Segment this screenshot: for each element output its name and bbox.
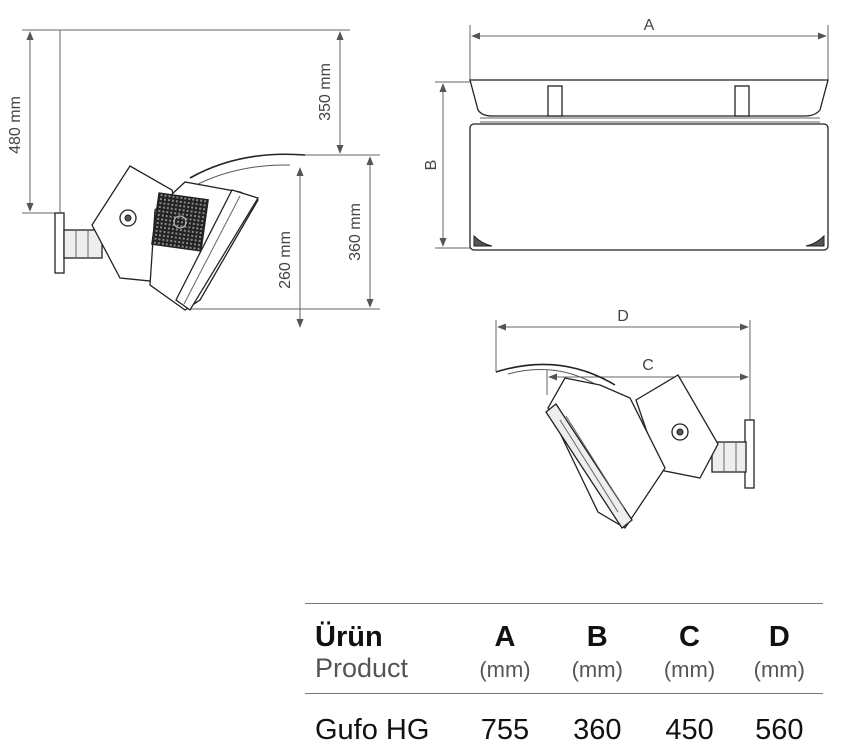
header-c: C (mm)	[643, 622, 735, 684]
header-d-unit: (mm)	[753, 657, 805, 682]
dim-label-b: B	[423, 160, 440, 171]
table-header-row: Ürün Product A (mm) B (mm) C (mm) D (mm)	[305, 604, 823, 693]
dim-label-350: 350 mm	[317, 63, 334, 121]
top-cap	[469, 79, 829, 117]
header-b: B (mm)	[551, 622, 643, 684]
header-a-label: A	[494, 621, 516, 653]
hood-curve	[495, 363, 616, 386]
top-view: D C	[495, 308, 755, 529]
cell-d: 560	[755, 714, 804, 746]
table-top-rule	[305, 603, 823, 604]
header-b-unit: (mm)	[571, 657, 623, 682]
cap-clip	[547, 85, 563, 117]
dim-label-d: D	[617, 308, 629, 325]
header-d-label: D	[768, 621, 790, 653]
dim-label-480: 480 mm	[7, 96, 24, 154]
bracket-arm	[711, 441, 747, 473]
cell-a: 755	[480, 714, 530, 746]
header-a: A (mm)	[459, 622, 551, 684]
header-a-unit: (mm)	[479, 657, 531, 682]
corner-foot	[805, 234, 825, 247]
header-product-en: Product	[315, 653, 409, 683]
cell-c: 450	[665, 714, 714, 746]
dimension-table: Ürün Product A (mm) B (mm) C (mm) D (mm)…	[305, 603, 823, 746]
header-c-unit: (mm)	[663, 657, 716, 682]
header-c-label: C	[679, 621, 700, 653]
cap-clip	[734, 85, 750, 117]
header-b-label: B	[586, 621, 608, 653]
cell-product: Gufo HG	[315, 714, 430, 746]
header-product-tr: Ürün	[315, 621, 383, 653]
main-body	[469, 123, 829, 251]
front-view: A B	[423, 17, 829, 251]
side-view: 480 mm 350 mm 360 mm 260 mm	[7, 29, 380, 328]
header-product: Ürün Product	[305, 622, 459, 684]
corner-foot	[473, 234, 493, 247]
table-mid-rule	[305, 693, 823, 694]
dim-label-a: A	[644, 17, 655, 34]
header-d: D (mm)	[736, 622, 823, 684]
dim-label-260: 260 mm	[277, 231, 294, 289]
wall-plate	[54, 212, 65, 274]
cell-b: 360	[573, 714, 622, 746]
hood-curve	[189, 153, 306, 179]
dim-label-c: C	[642, 357, 654, 374]
technical-drawing: 480 mm 350 mm 360 mm 260 mm	[7, 17, 829, 529]
table-row: Gufo HG 755 360 450 560	[305, 694, 823, 746]
dim-label-360: 360 mm	[347, 203, 364, 261]
grille-panel	[151, 192, 209, 252]
